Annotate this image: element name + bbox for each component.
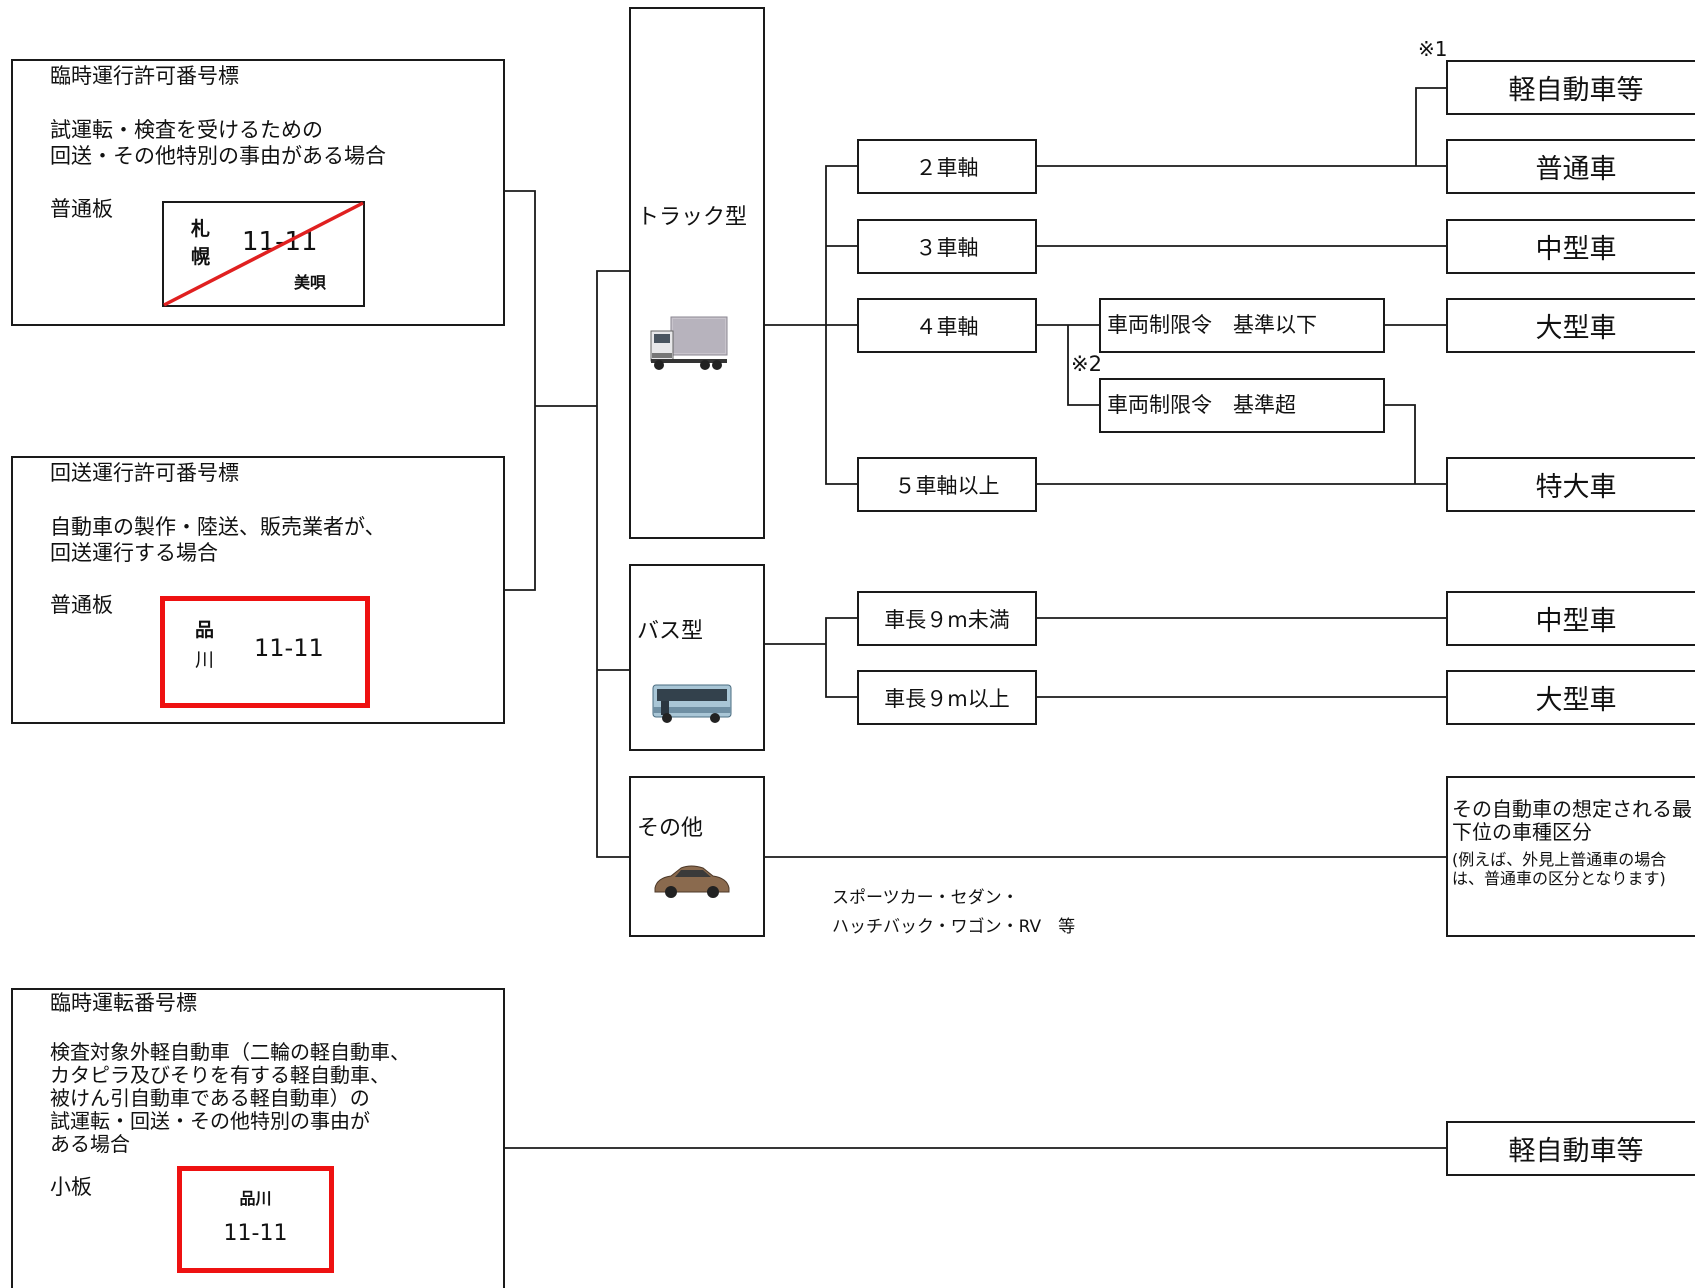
vehicle-type-label: トラック型 (637, 205, 748, 230)
axle-label: ３車軸 (915, 235, 979, 260)
result-label: 中型車 (1535, 606, 1617, 637)
result-other: その自動車の想定される最下位の車種区分 (例えば、外見上普通車の場合は、普通車の… (1446, 776, 1695, 937)
result-label: 特大車 (1535, 472, 1617, 503)
bus-length-label: 車長９m未満 (884, 607, 1010, 632)
bus-length-under-box: 車長９m未満 (857, 591, 1037, 646)
vehicle-type-label: その他 (637, 816, 704, 841)
axle-label: ４車軸 (915, 314, 979, 339)
plate-sub-region: 美唄 (294, 273, 327, 292)
result-chugata: 中型車 (1446, 219, 1695, 274)
result-bus-chugata: 中型車 (1446, 591, 1695, 646)
result-label: 大型車 (1535, 685, 1617, 716)
axle-box-5-plus: ５車軸以上 (857, 457, 1037, 512)
plate-number: 11-11 (254, 634, 324, 662)
axle-label: ２車軸 (915, 155, 979, 180)
regulation-over-box: 車両制限令 基準超 (1099, 378, 1385, 433)
regulation-below-box: 車両制限令 基準以下 (1099, 298, 1385, 353)
result-label: 中型車 (1535, 234, 1617, 265)
permit-title: 臨時運転番号標 (50, 991, 197, 1015)
vehicle-type-label: バス型 (637, 619, 704, 644)
plate-region: 品川 (239, 1189, 272, 1208)
permit-description: 自動車の製作・陸送、販売業者が、 回送運行する場合 (50, 515, 386, 565)
plate-type-label: 小板 (50, 1175, 92, 1199)
bus-image (652, 684, 732, 723)
result-ogata: 大型車 (1446, 298, 1695, 353)
result-kei: 軽自動車等 (1446, 60, 1695, 115)
axle-box-3: ３車軸 (857, 219, 1037, 274)
plate-number: 11-11 (223, 1221, 288, 1246)
vehicle-type-bus: バス型 (629, 564, 765, 751)
plate-region-bottom: 幌 (191, 246, 211, 268)
axle-label: ５車軸以上 (894, 473, 1000, 498)
axle-box-4: ４車軸 (857, 298, 1037, 353)
strike-through-line (163, 201, 364, 307)
permit-description: 試運転・検査を受けるための 回送・その他特別の事由がある場合 (50, 118, 386, 168)
plate-type-label: 普通板 (50, 593, 113, 617)
result-futsu: 普通車 (1446, 139, 1695, 194)
regulation-label: 車両制限令 基準以下 (1107, 313, 1317, 337)
plate-region-top: 札 (191, 218, 211, 240)
result-label: 軽自動車等 (1508, 75, 1644, 106)
permit-box-temporary-operation: 臨時運行許可番号標 試運転・検査を受けるための 回送・その他特別の事由がある場合… (11, 59, 505, 326)
truck-image (650, 316, 728, 370)
permit-box-dealer-transport: 回送運行許可番号標 自動車の製作・陸送、販売業者が、 回送運行する場合 普通板 … (11, 456, 505, 724)
license-plate-small: 品川 11-11 (177, 1166, 334, 1273)
plate-type-label: 普通板 (50, 197, 113, 221)
note-marker-1: ※1 (1418, 37, 1448, 61)
sedan-image (654, 865, 730, 898)
permit-title: 回送運行許可番号標 (50, 461, 239, 485)
note-marker-2: ※2 (1071, 352, 1102, 376)
bus-length-over-box: 車長９m以上 (857, 670, 1037, 725)
axle-box-2: ２車軸 (857, 139, 1037, 194)
permit-box-light-vehicle: 臨時運転番号標 検査対象外軽自動車（二輪の軽自動車、 カタピラ及びそりを有する軽… (11, 988, 505, 1288)
result-bus-ogata: 大型車 (1446, 670, 1695, 725)
result-kei-bottom: 軽自動車等 (1446, 1121, 1695, 1176)
plate-region-bottom: 川 (195, 649, 215, 671)
bus-length-label: 車長９m以上 (884, 686, 1010, 711)
permit-description: 検査対象外軽自動車（二輪の軽自動車、 カタピラ及びそりを有する軽自動車、 被けん… (50, 1040, 410, 1156)
vehicle-type-truck: トラック型 (629, 7, 765, 539)
license-plate-crossed: 札 幌 11-11 美唄 (162, 201, 365, 307)
result-label: 軽自動車等 (1508, 1136, 1644, 1167)
result-other-note: (例えば、外見上普通車の場合は、普通車の区分となります) (1452, 850, 1667, 888)
plate-region-top: 品 (195, 619, 215, 641)
permit-title: 臨時運行許可番号標 (50, 64, 239, 88)
vehicle-type-other: その他 (629, 776, 765, 937)
result-label: 大型車 (1535, 313, 1617, 344)
regulation-label: 車両制限令 基準超 (1107, 393, 1296, 417)
result-label: 普通車 (1535, 154, 1617, 185)
result-tokudai: 特大車 (1446, 457, 1695, 512)
other-vehicle-examples: スポーツカー・セダン・ ハッチバック・ワゴン・RV 等 (832, 888, 1076, 937)
result-other-main: その自動車の想定される最下位の車種区分 (1452, 797, 1692, 844)
license-plate-red: 品 川 11-11 (160, 596, 370, 708)
